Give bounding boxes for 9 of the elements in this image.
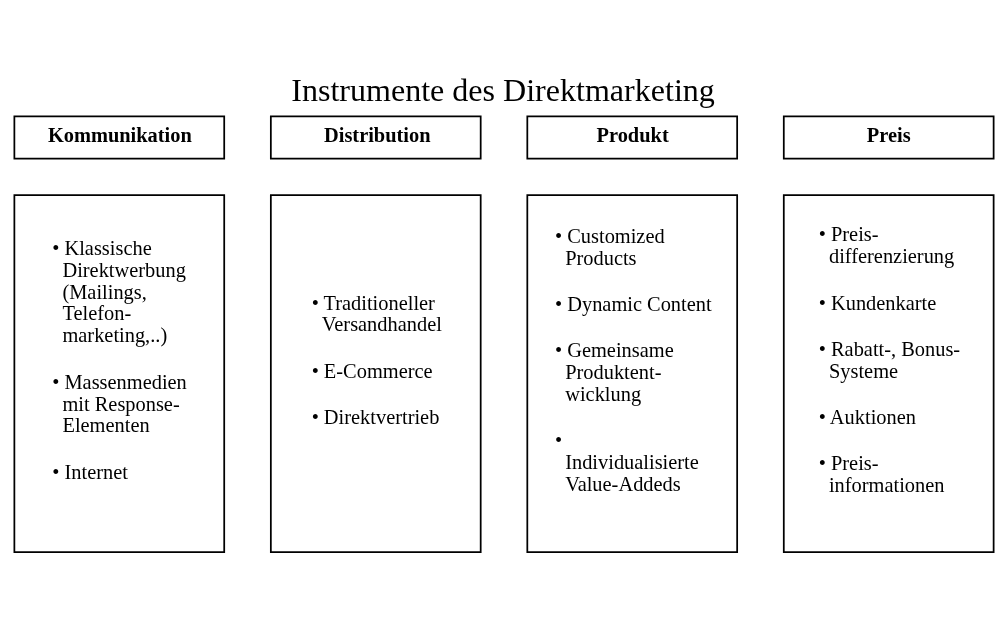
node-box: • Klassische Direktwerbung (Mailings, Telefon- marketing,..) • Massenmedien mit Response- Elementen • Internet xyxy=(13,193,226,553)
node-box: Kommunikation xyxy=(13,115,226,160)
node-box: Produkt xyxy=(526,115,739,160)
node-box: • Traditioneller Versandhandel • E-Commerce • Direktvertrieb xyxy=(269,193,482,553)
node-box: Preis xyxy=(782,115,995,160)
diagram-title: Instrumente des Direktmarketing xyxy=(291,71,715,108)
node-box: Distribution xyxy=(269,115,482,160)
node-box: • Preis- differenzierung • Kundenkarte • Rabatt-, Bonus- Systeme • Auktionen • Preis- informationen xyxy=(782,193,995,553)
node-box: • Customized Products • Dynamic Content • Gemeinsame Produktent- wicklung • Individualisierte Value-Addeds xyxy=(526,193,739,553)
